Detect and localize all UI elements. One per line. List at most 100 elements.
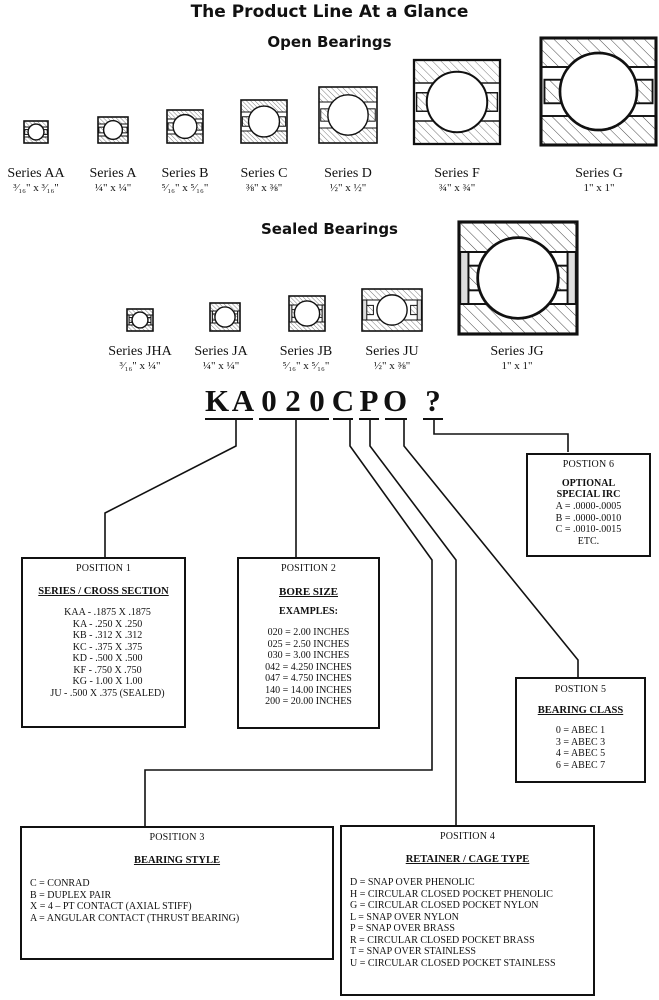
- series-jb-caption: Series JB ⁵⁄₁₆" x ⁵⁄₁₆": [251, 344, 361, 374]
- series-name: Series D: [324, 166, 372, 181]
- position-line: 200 = 20.00 INCHES: [265, 696, 352, 707]
- position-line: 3 = ABEC 3: [555, 736, 606, 748]
- position-line: T = SNAP OVER STAINLESS: [350, 946, 476, 957]
- position-3-box: POSITION 3 BEARING STYLE C = CONRAD B = …: [20, 826, 334, 960]
- title-line: SPECIAL IRC: [556, 489, 621, 500]
- series-name: Series C: [240, 166, 288, 181]
- position-line: 025 = 2.50 INCHES: [267, 638, 350, 650]
- title-line: OPTIONAL: [561, 478, 616, 489]
- position-title: SERIES / CROSS SECTION: [38, 586, 169, 597]
- bearing-drawing-ju: [361, 288, 423, 332]
- position-line: P = SNAP OVER BRASS: [350, 923, 455, 934]
- position-line: KA - .250 X .250: [72, 618, 143, 630]
- series-name: Series JHA: [108, 344, 172, 359]
- connector-position-4: [369, 420, 457, 826]
- series-dims: ¼" x ¼": [202, 360, 240, 372]
- bearing-cross-section-art: [457, 220, 579, 336]
- series-name: Series JB: [279, 344, 333, 359]
- position-line: KD - .500 X .500: [72, 653, 143, 664]
- position-line: U = CIRCULAR CLOSED POCKET STAINLESS: [350, 957, 556, 969]
- page-title: The Product Line At a Glance: [190, 2, 469, 22]
- series-name: Series JA: [194, 344, 248, 359]
- position-line: 042 = 4.250 INCHES: [265, 661, 352, 673]
- series-jha-caption: Series JHA ³⁄₁₆" x ¼": [85, 344, 195, 374]
- series-dims: ¾" x ¾": [438, 182, 476, 194]
- series-dims: ⁵⁄₁₆" x ⁵⁄₁₆": [282, 360, 330, 372]
- bearing-cross-section-art: [23, 120, 49, 144]
- position-line: JU - .500 X .375 (SEALED): [50, 687, 165, 699]
- series-dims: 1" x 1": [501, 360, 533, 372]
- position-line: G = CIRCULAR CLOSED POCKET NYLON: [350, 900, 539, 911]
- position-line: B = .0000-.0010: [555, 512, 622, 524]
- series-dims: ¼" x ¼": [94, 182, 132, 194]
- bearing-cross-section-art: [97, 116, 129, 144]
- bearing-drawing-aa: [23, 120, 49, 144]
- series-name: Series A: [89, 166, 137, 181]
- bearing-drawing-g: [539, 36, 658, 147]
- position-title: BEARING STYLE: [133, 855, 221, 866]
- bearing-drawing-c: [240, 99, 288, 144]
- position-4-box: POSITION 4 RETAINER / CAGE TYPE D = SNAP…: [340, 825, 595, 996]
- series-b-caption: Series B ⁵⁄₁₆" x ⁵⁄₁₆": [130, 166, 240, 196]
- position-1-box: POSITION 1 SERIES / CROSS SECTION KAA - …: [21, 557, 186, 728]
- position-line: 030 = 3.00 INCHES: [267, 650, 350, 661]
- bearing-cross-section-art: [126, 308, 154, 332]
- series-dims: ½" x ⅜": [373, 360, 411, 372]
- position-line: X = 4 – PT CONTACT (AXIAL STIFF): [30, 901, 192, 912]
- position-header: POSITION 3: [149, 832, 205, 843]
- series-ju-caption: Series JU ½" x ⅜": [337, 344, 447, 374]
- series-d-caption: Series D ½" x ½": [293, 166, 403, 196]
- series-ja-caption: Series JA ¼" x ¼": [166, 344, 276, 374]
- underline-position-1: [205, 418, 253, 420]
- series-dims: ½" x ½": [329, 182, 367, 194]
- position-line: 6 = ABEC 7: [555, 759, 606, 771]
- bearing-cross-section-art: [288, 295, 326, 332]
- position-header: POSTION 5: [554, 684, 607, 695]
- series-name: Series AA: [7, 166, 65, 181]
- position-title: BORE SIZE: [279, 586, 338, 598]
- position-header: POSITION 1: [75, 563, 132, 574]
- part-char: 0: [309, 383, 325, 418]
- series-f-caption: Series F ¾" x ¾": [402, 166, 512, 196]
- bearing-drawing-d: [318, 86, 378, 144]
- series-jg-caption: Series JG 1" x 1": [462, 344, 572, 374]
- position-line: 4 = ABEC 5: [555, 748, 606, 759]
- bearing-cross-section-art: [318, 86, 378, 144]
- series-aa-caption: Series AA ³⁄₁₆" x ³⁄₁₆": [0, 166, 91, 196]
- position-6-box: POSTION 6 OPTIONAL SPECIAL IRC A = .0000…: [526, 453, 651, 557]
- bearing-cross-section-art: [361, 288, 423, 332]
- part-char: ?: [425, 383, 441, 418]
- position-line: B = DUPLEX PAIR: [30, 889, 112, 901]
- position-header: POSTION 6: [562, 459, 615, 470]
- position-line: L = SNAP OVER NYLON: [350, 911, 459, 923]
- open-bearings-heading: Open Bearings: [267, 33, 392, 51]
- sealed-bearings-heading: Sealed Bearings: [261, 220, 398, 238]
- part-char: O: [383, 383, 408, 418]
- series-dims: ⅜" x ⅜": [245, 182, 283, 194]
- position-line: A = ANGULAR CONTACT (THRUST BEARING): [30, 912, 240, 924]
- position-line: 140 = 14.00 INCHES: [265, 684, 352, 696]
- position-line: R = CIRCULAR CLOSED POCKET BRASS: [350, 934, 535, 946]
- position-line: H = CIRCULAR CLOSED POCKET PHENOLIC: [350, 888, 553, 900]
- bearing-cross-section-art: [166, 109, 204, 144]
- underline-position-3: [333, 418, 353, 420]
- position-line: D = SNAP OVER PHENOLIC: [350, 877, 475, 888]
- bearing-drawing-b: [166, 109, 204, 144]
- series-a-caption: Series A ¼" x ¼": [58, 166, 168, 196]
- bearing-drawing-f: [412, 58, 502, 146]
- series-dims: 1" x 1": [583, 182, 615, 194]
- underline-position-2: [259, 418, 329, 420]
- underline-position-4: [359, 418, 379, 420]
- part-char: 0: [261, 383, 277, 418]
- position-line: KAA - .1875 X .1875: [64, 607, 151, 618]
- series-g-caption: Series G 1" x 1": [544, 166, 654, 196]
- series-name: Series F: [434, 166, 480, 181]
- bearing-cross-section-art: [209, 302, 241, 332]
- connector-position-6: [433, 420, 569, 452]
- position-line: KF - .750 X .750: [73, 664, 142, 676]
- series-name: Series G: [575, 166, 623, 181]
- series-name: Series JU: [365, 344, 419, 359]
- position-subtitle: EXAMPLES:: [279, 606, 338, 617]
- series-name: Series B: [161, 166, 209, 181]
